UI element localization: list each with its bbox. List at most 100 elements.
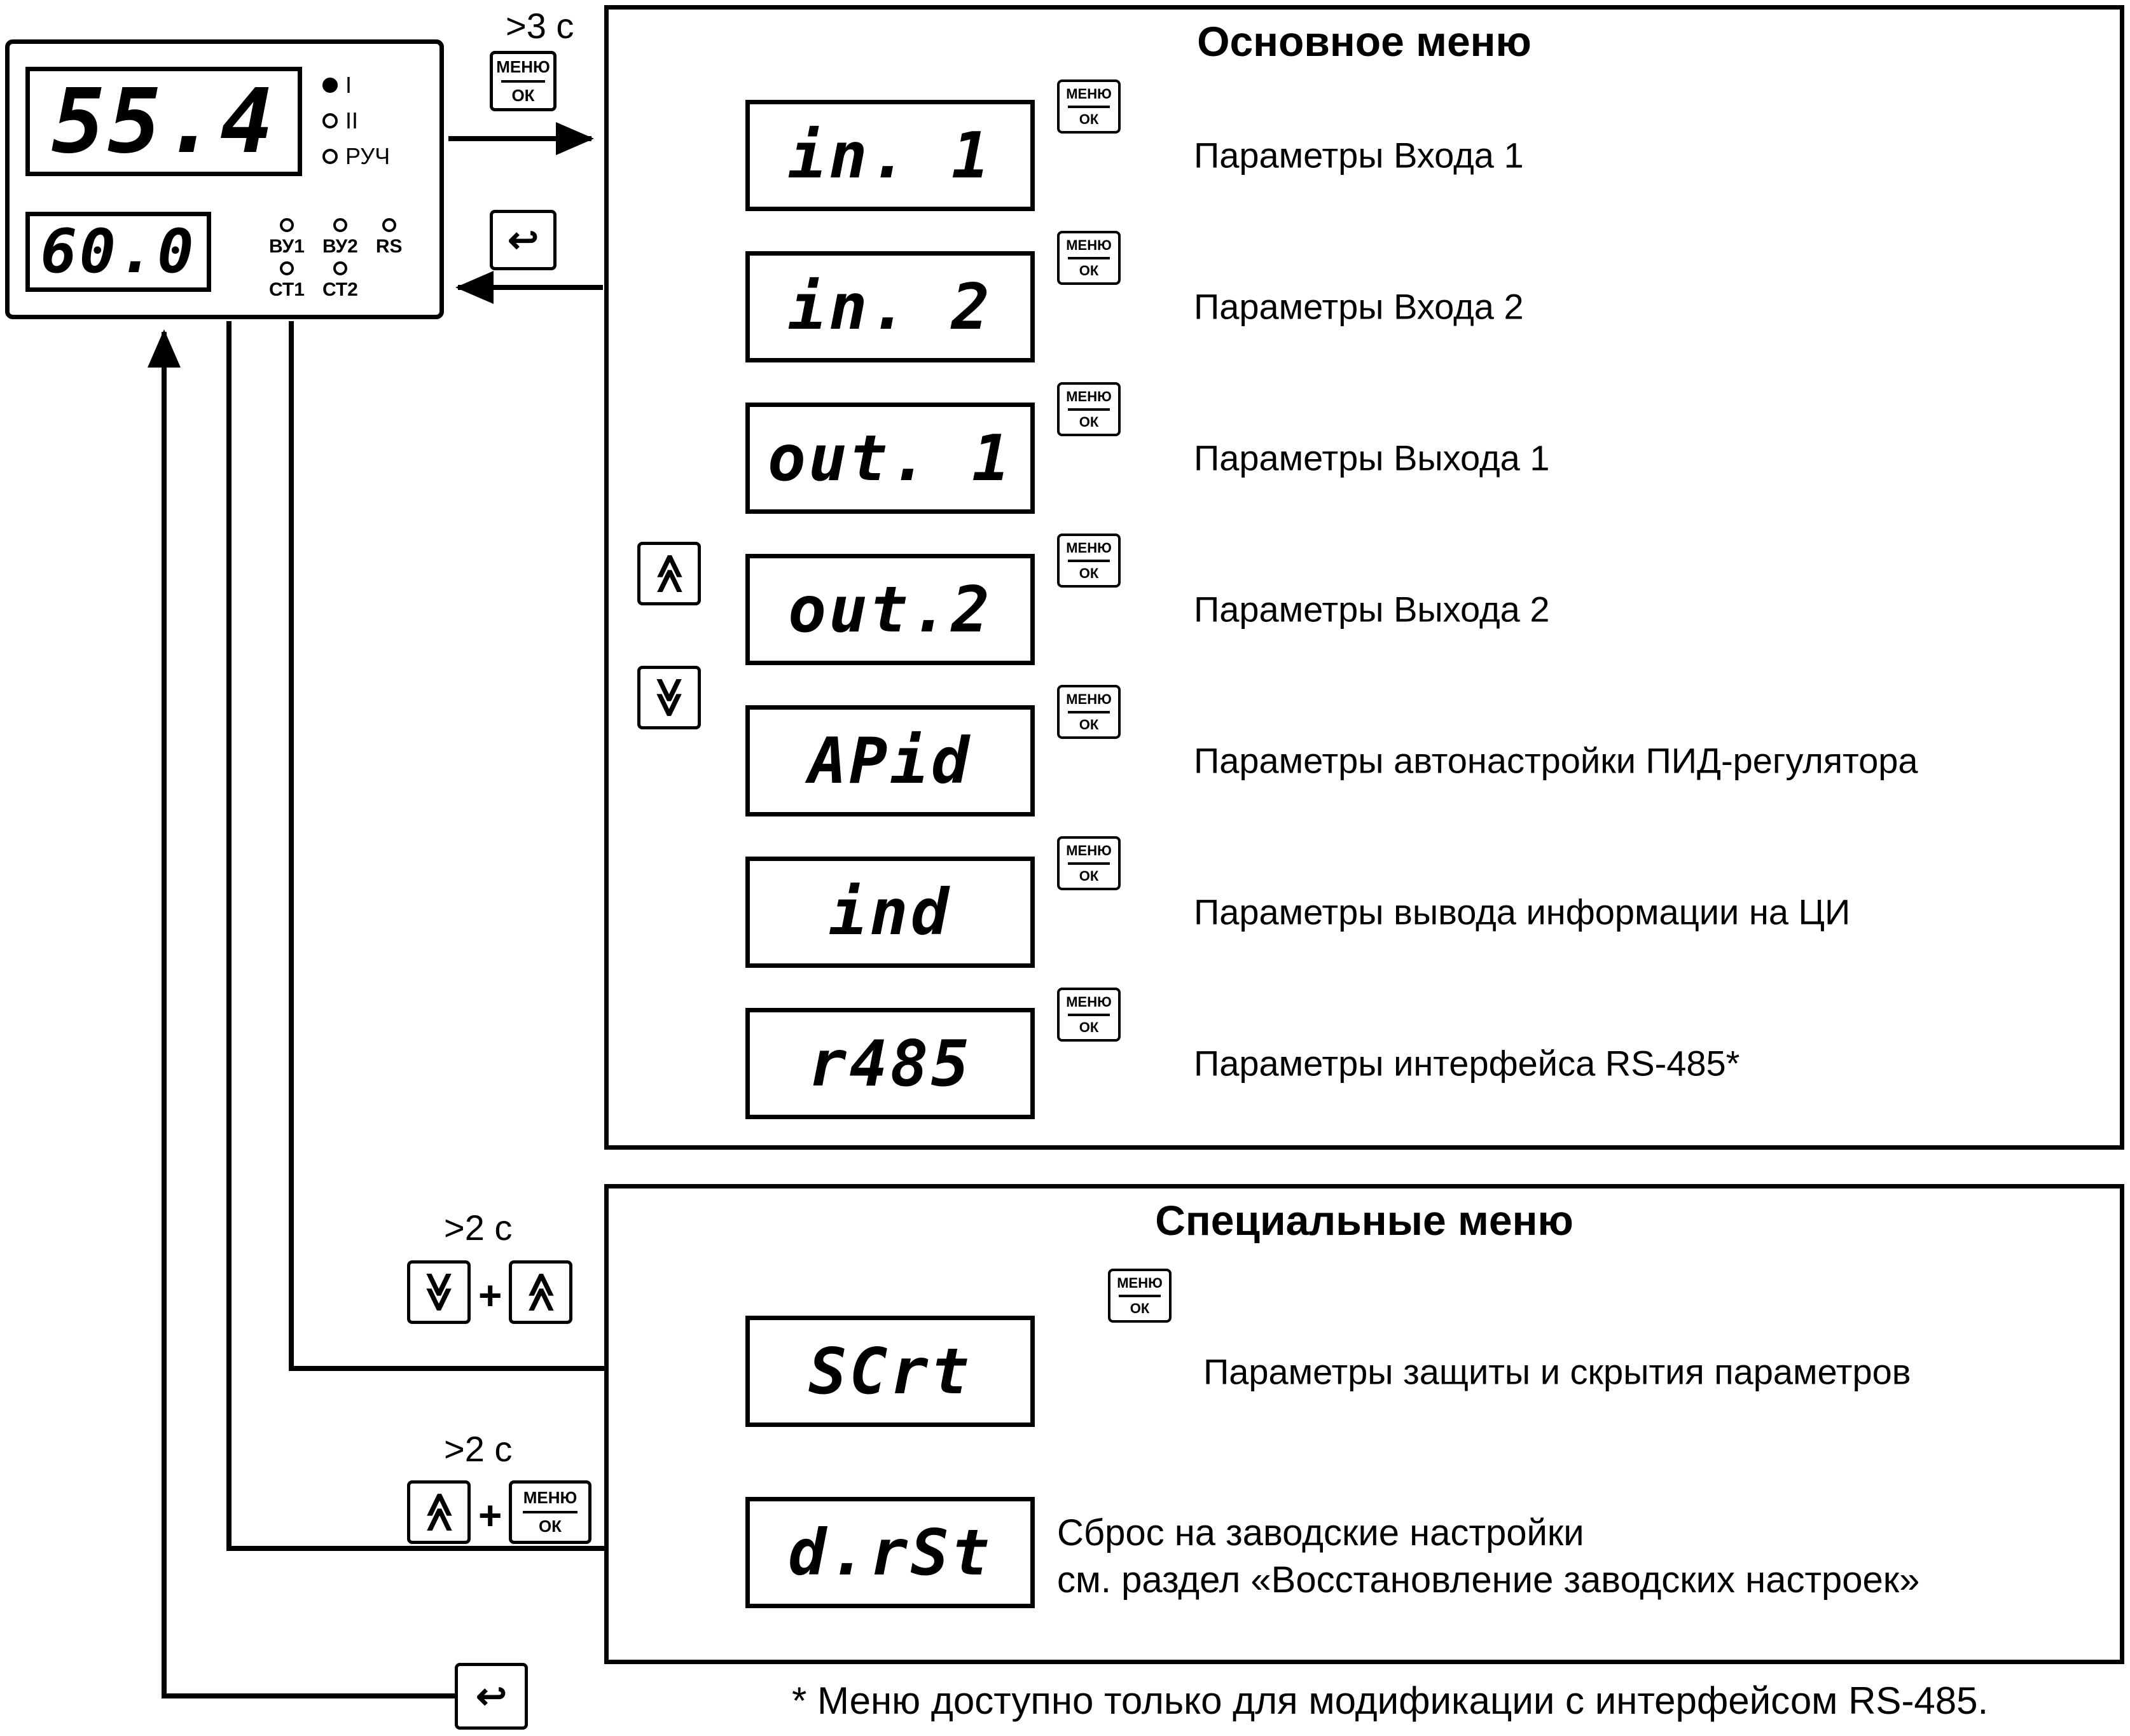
mode-led-block: I II РУЧ <box>322 72 390 170</box>
led-st2-label: СТ2 <box>322 279 358 300</box>
double-chevron-down-icon: ≫ <box>647 677 691 719</box>
status-led-col: RS <box>376 218 403 301</box>
up-button[interactable]: ≫ <box>509 1260 572 1324</box>
seven-segment-text: SCrt <box>808 1334 972 1409</box>
main-menu-title: Основное меню <box>1197 18 1532 65</box>
menu-item-label: Параметры защиты и скрытия параметров <box>1203 1351 1911 1392</box>
menu-ok-divider <box>1067 256 1110 259</box>
led-ii-indicator <box>322 113 338 128</box>
menu-ok-button[interactable]: МЕНЮ ОК <box>1057 534 1121 588</box>
seven-segment-secondary-value: 60.0 <box>40 217 197 287</box>
mode-led-row: II <box>322 107 390 134</box>
menu-ok-button[interactable]: МЕНЮ ОК <box>1057 231 1121 285</box>
menu-item-display-ind: ind <box>745 857 1035 968</box>
special-menu-box: Специальные меню SCrt МЕНЮ ОК Параметры … <box>604 1184 2124 1664</box>
menu-item-label: Параметры вывода информации на ЦИ <box>1194 892 1851 932</box>
menu-ok-label-bottom: ОК <box>1079 565 1099 581</box>
menu-ok-label-bottom: ОК <box>1079 1019 1099 1035</box>
status-led-col: ВУ1 СТ1 <box>269 218 305 301</box>
led-ruch-label: РУЧ <box>345 143 391 169</box>
device-display-secondary: 60.0 <box>25 212 211 292</box>
menu-ok-label-bottom: ОК <box>1079 716 1099 733</box>
back-button[interactable]: ↩ <box>455 1663 528 1730</box>
menu-item-display-apid: APid <box>745 705 1035 816</box>
led-i-label: I <box>345 72 352 98</box>
seven-segment-text: APid <box>808 724 972 798</box>
menu-ok-label-top: МЕНЮ <box>1066 85 1112 102</box>
menu-item-label: Параметры Выхода 2 <box>1194 589 1550 630</box>
menu-item-display-out1: out. 1 <box>745 403 1035 514</box>
menu-ok-label-top: МЕНЮ <box>1066 993 1112 1010</box>
menu-item-label: Параметры Входа 1 <box>1194 135 1524 176</box>
menu-ok-button[interactable]: МЕНЮ ОК <box>1057 836 1121 890</box>
menu-item-display-out2: out.2 <box>745 554 1035 665</box>
special-menu-title: Специальные меню <box>1155 1197 1573 1244</box>
up-button[interactable]: ≫ <box>407 1480 471 1544</box>
menu-ok-label-bottom: ОК <box>1079 262 1099 279</box>
menu-ok-divider <box>522 1511 578 1513</box>
up-button[interactable]: ≫ <box>637 542 701 605</box>
seven-segment-text: in. 1 <box>787 118 993 193</box>
device-display-primary: 55.4 <box>25 67 302 176</box>
mode-led-row: РУЧ <box>322 143 390 170</box>
menu-item-label: Параметры интерфейса RS-485* <box>1194 1043 1740 1084</box>
led-vu2-label: ВУ2 <box>322 236 358 257</box>
drst-description-line2: см. раздел «Восстановление заводских нас… <box>1057 1559 1920 1601</box>
double-chevron-down-icon: ≫ <box>417 1271 461 1313</box>
led-ruch-indicator <box>322 149 338 164</box>
menu-item-display-scrt: SCrt <box>745 1316 1035 1427</box>
led-ii-label: II <box>345 107 359 134</box>
drst-description: Сброс на заводские настройки см. раздел … <box>1057 1510 1919 1604</box>
menu-ok-label-top: МЕНЮ <box>1066 237 1112 253</box>
menu-ok-button[interactable]: МЕНЮ ОК <box>1057 382 1121 436</box>
led-st1-label: СТ1 <box>269 279 305 300</box>
menu-ok-label-bottom: ОК <box>1079 111 1099 127</box>
plus-separator: + <box>478 1492 502 1538</box>
down-button[interactable]: ≫ <box>407 1260 471 1324</box>
main-menu-box: Основное меню ≫ ≫ in. 1 МЕНЮ ОК Параметр… <box>604 5 2124 1150</box>
return-icon: ↩ <box>508 219 539 261</box>
device-panel: 55.4 I II РУЧ 60.0 ВУ1 СТ1 <box>5 39 444 319</box>
menu-ok-button[interactable]: МЕНЮ ОК <box>1108 1269 1172 1323</box>
led-i-indicator <box>322 78 338 93</box>
menu-ok-label-top: МЕНЮ <box>1066 388 1112 404</box>
menu-ok-button[interactable]: МЕНЮ ОК <box>1057 685 1121 739</box>
seven-segment-text: in. 2 <box>787 270 993 344</box>
status-led-col: ВУ2 СТ2 <box>322 218 358 301</box>
led-st1-indicator <box>279 261 294 275</box>
mode-led-row: I <box>322 72 390 99</box>
seven-segment-text: r485 <box>808 1026 972 1101</box>
plus-separator: + <box>478 1272 502 1318</box>
led-rs-indicator <box>382 218 396 232</box>
menu-item-label: Параметры Входа 2 <box>1194 286 1524 327</box>
seven-segment-text: ind <box>829 875 951 949</box>
menu-ok-label-top: МЕНЮ <box>1066 691 1112 707</box>
menu-ok-divider <box>1118 1294 1161 1297</box>
menu-ok-button[interactable]: МЕНЮ ОК <box>490 51 557 111</box>
down-button[interactable]: ≫ <box>637 666 701 729</box>
menu-ok-button[interactable]: МЕНЮ ОК <box>509 1480 591 1544</box>
back-button[interactable]: ↩ <box>490 210 557 270</box>
menu-ok-label-bottom: ОК <box>538 1517 562 1536</box>
menu-ok-label-bottom: ОК <box>511 85 535 105</box>
menu-ok-label-top: МЕНЮ <box>496 57 550 76</box>
menu-ok-label-bottom: ОК <box>1130 1300 1150 1316</box>
seven-segment-primary-value: 55.4 <box>51 69 277 174</box>
menu-ok-divider <box>1067 1013 1110 1016</box>
drst-description-line1: Сброс на заводские настройки <box>1057 1512 1584 1553</box>
double-chevron-up-icon: ≫ <box>518 1271 562 1313</box>
seven-segment-text: out.2 <box>787 572 993 647</box>
menu-ok-button[interactable]: МЕНЮ ОК <box>1057 79 1121 134</box>
menu-ok-divider <box>1067 710 1110 713</box>
menu-ok-divider <box>501 79 545 83</box>
menu-ok-button[interactable]: МЕНЮ ОК <box>1057 988 1121 1042</box>
menu-item-display-in2: in. 2 <box>745 251 1035 362</box>
menu-item-label: Параметры Выхода 1 <box>1194 437 1550 478</box>
menu-item-display-in1: in. 1 <box>745 100 1035 211</box>
footnote: * Меню доступно только для модификации с… <box>792 1679 1989 1722</box>
double-chevron-up-icon: ≫ <box>647 553 691 595</box>
hold-time-combo1: >2 с <box>444 1208 513 1248</box>
menu-ok-label-top: МЕНЮ <box>523 1488 577 1507</box>
menu-ok-label-bottom: ОК <box>1079 867 1099 884</box>
menu-item-label: Параметры автонастройки ПИД-регулятора <box>1194 740 1918 781</box>
